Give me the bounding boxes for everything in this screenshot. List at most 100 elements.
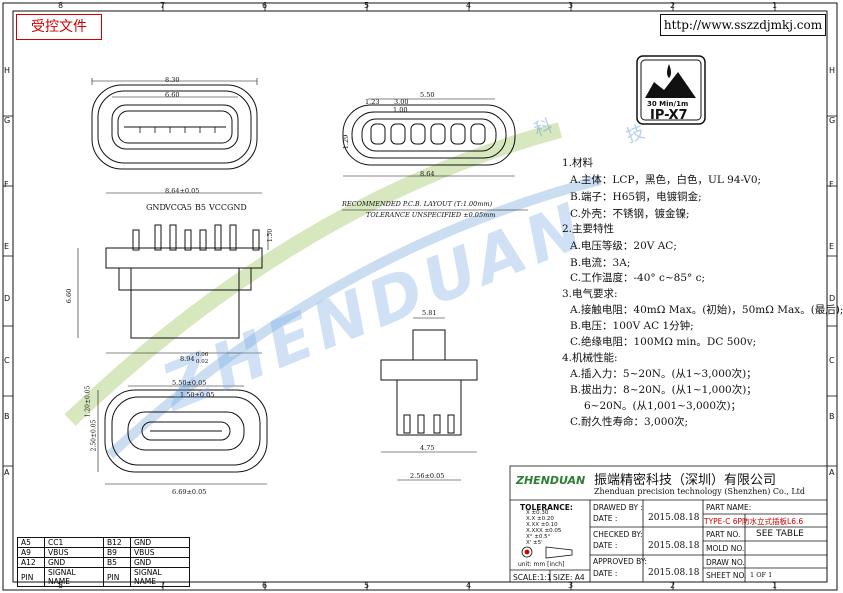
row-label-left-g: G bbox=[4, 116, 11, 125]
website-url[interactable]: http://www.sszzdjmkj.com bbox=[660, 14, 826, 36]
col-label-bottom-4: 4 bbox=[466, 581, 472, 590]
table-cell: A5 bbox=[17, 537, 45, 548]
col-label-top-3: 3 bbox=[568, 1, 574, 10]
spec-line-13: 4.机械性能: bbox=[562, 352, 618, 364]
date-value-1: 2015.08.18 bbox=[648, 513, 700, 523]
col-label-bottom-5: 5 bbox=[364, 581, 370, 590]
col-label-bottom-3: 3 bbox=[568, 581, 574, 590]
sheet-no-label: SHEET NO. bbox=[706, 571, 747, 580]
bottom-view bbox=[97, 385, 268, 485]
side-view bbox=[342, 98, 516, 177]
approved-by-label: APPROVED BY: bbox=[593, 557, 648, 566]
table-header-cell: SIGNAL NAME bbox=[130, 567, 190, 587]
row-label-left-c: C bbox=[4, 356, 10, 365]
pin-signal-table: A5 CC1 B12 GND A9 VBUS B9 VBUS A12 GND B… bbox=[17, 537, 190, 587]
spec-line-11: B.电压：100V AC 1分钟; bbox=[570, 320, 694, 332]
date-value-3: 2015.08.18 bbox=[648, 568, 700, 578]
title-block-lines bbox=[509, 465, 828, 583]
pin-label-6: GND bbox=[227, 203, 247, 212]
col-label-bottom-6: 6 bbox=[262, 581, 268, 590]
table-cell: VBUS bbox=[44, 547, 104, 558]
pin-label-5: VCC bbox=[209, 203, 228, 212]
dim-pcb-475: 4.75 bbox=[420, 444, 435, 452]
dim-front-150: 1.50 bbox=[267, 228, 275, 243]
part-name-value: TYPE-C 6P防水立式插板L6.6 bbox=[704, 517, 804, 526]
ip-badge bbox=[636, 55, 706, 125]
mold-no-label: MOLD NO. bbox=[706, 544, 745, 553]
dim-top-outer: 8.30 bbox=[165, 76, 180, 84]
tolerance-row-1: X ±0.30 bbox=[526, 510, 549, 516]
dim-front-894: 8.94 bbox=[180, 355, 195, 363]
spec-line-12: C.绝缘电阻：100MΩ min。DC 500v; bbox=[570, 336, 757, 348]
dim-pcb-256: 2.56±0.05 bbox=[410, 472, 445, 480]
dim-bottom-250: 2.50±0.05 bbox=[90, 419, 98, 452]
frame-ticks bbox=[3, 3, 837, 590]
table-header-cell: SIGNAL NAME bbox=[44, 567, 104, 587]
dim-top-inner: 6.60 bbox=[165, 91, 180, 99]
spec-line-1: 1.材料 bbox=[562, 157, 594, 169]
col-label-top-4: 4 bbox=[466, 1, 472, 10]
spec-line-16: 6~20N。(从1,001~3,000次)； bbox=[584, 400, 742, 412]
spec-line-7: B.电流：3A; bbox=[570, 257, 631, 269]
spec-line-9: 3.电气要求: bbox=[562, 288, 618, 300]
company-name-en: Zhenduan precision technology (Shenzhen)… bbox=[594, 487, 805, 496]
row-label-left-a: A bbox=[4, 468, 10, 477]
col-label-bottom-1: 1 bbox=[772, 581, 778, 590]
company-name-cn: 振端精密科技（深圳）有限公司 bbox=[594, 473, 777, 488]
ip-depth-time: 30 Min/1m bbox=[647, 100, 689, 108]
pcb-tolerance: TOLERANCE UNSPECIFIED ±0.05mm bbox=[366, 211, 496, 219]
spec-line-10: A.接触电阻：40mΩ Max。(初始)，50mΩ Max。(最后); bbox=[570, 304, 843, 316]
col-label-top-1: 1 bbox=[772, 1, 778, 10]
dim-front-height: 6.60 bbox=[65, 288, 74, 304]
top-view bbox=[91, 78, 258, 170]
sheet-no-value: 1 OF 1 bbox=[750, 571, 773, 579]
col-label-bottom-2: 2 bbox=[670, 581, 676, 590]
table-header-row: PIN SIGNAL NAME PIN SIGNAL NAME bbox=[17, 567, 190, 587]
row-label-right-f: F bbox=[829, 180, 834, 189]
table-header-cell: PIN bbox=[103, 567, 131, 587]
table-cell: A9 bbox=[17, 547, 45, 558]
tolerance-label: TOLERANCE: bbox=[520, 503, 573, 512]
unit-label: unit: mm [inch] bbox=[518, 561, 565, 568]
table-row: A5 CC1 B12 GND bbox=[17, 537, 190, 548]
row-label-right-c: C bbox=[829, 356, 835, 365]
table-cell: GND bbox=[130, 557, 190, 568]
spec-line-17: C.耐久性寿命：3,000次; bbox=[570, 416, 689, 428]
date-label-3: DATE : bbox=[593, 569, 618, 578]
dim-pcb-581: 5.81 bbox=[422, 309, 437, 317]
checked-by-label: CHECKED BY: bbox=[593, 530, 643, 539]
inner-frame bbox=[12, 10, 828, 583]
table-cell: GND bbox=[44, 557, 104, 568]
part-no-label: PART NO. bbox=[706, 530, 741, 539]
watermark bbox=[64, 122, 602, 459]
part-name-label: PART NAME: bbox=[706, 503, 752, 512]
row-label-right-e: E bbox=[829, 242, 835, 251]
col-label-top-8: 8 bbox=[58, 1, 64, 10]
spec-line-15: B.拔出力：8~20N。(从1~1,000次)； bbox=[570, 384, 757, 396]
table-cell: A12 bbox=[17, 557, 45, 568]
col-label-top-7: 7 bbox=[160, 1, 166, 10]
part-no-value: SEE TABLE bbox=[756, 529, 804, 539]
row-label-left-e: E bbox=[4, 242, 10, 251]
tolerance-row-2: X.X ±0.20 bbox=[526, 516, 554, 522]
spec-line-14: A.插入力：5~20N。(从1~3,000次)； bbox=[570, 368, 757, 380]
dim-bottom-550: 5.50±0.05 bbox=[172, 379, 207, 387]
row-label-left-b: B bbox=[4, 412, 10, 421]
row-label-right-g: G bbox=[829, 116, 836, 125]
dim-side-864: 8.64 bbox=[420, 170, 435, 178]
table-cell: GND bbox=[130, 537, 190, 548]
pin-label-4: B5 bbox=[195, 203, 206, 212]
company-logo: ZHENDUAN bbox=[516, 474, 586, 487]
col-label-top-5: 5 bbox=[364, 1, 370, 10]
table-header-cell: PIN bbox=[17, 567, 45, 587]
dim-side-300: 3.00 bbox=[394, 98, 409, 106]
spec-line-6: A.电压等级：20V AC; bbox=[570, 240, 677, 252]
date-label-1: DATE : bbox=[593, 514, 618, 523]
row-label-left-d: D bbox=[4, 294, 11, 303]
table-cell: B12 bbox=[103, 537, 131, 548]
scale-label: SCALE:1:1 bbox=[513, 573, 552, 582]
table-cell: CC1 bbox=[44, 537, 104, 548]
dim-bottom-669: 6.69±0.05 bbox=[172, 488, 207, 496]
